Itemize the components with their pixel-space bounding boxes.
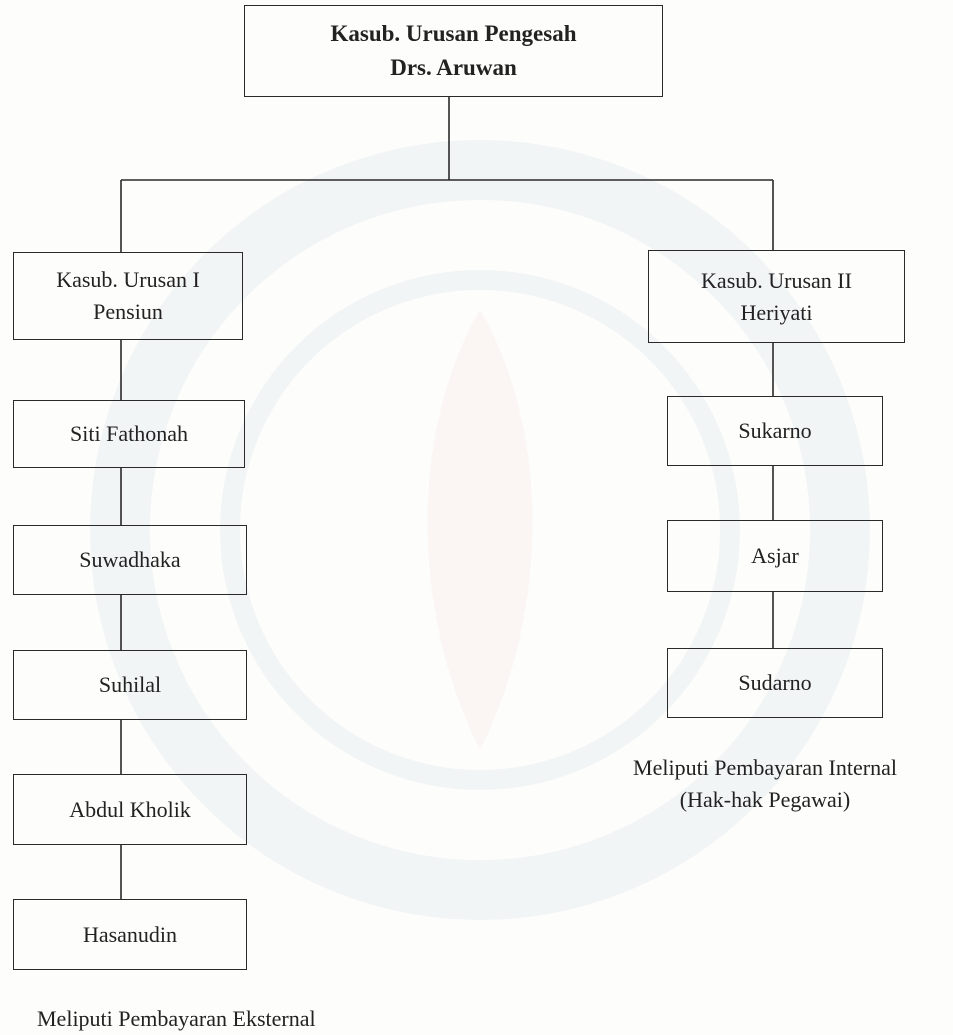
right-head-title: Kasub. Urusan II [701, 267, 852, 293]
top-title: Kasub. Urusan Pengesah [330, 20, 577, 46]
right-caption: Meliputi Pembayaran Internal (Hak-hak Pe… [580, 752, 950, 816]
right-head-name: Heriyati [740, 299, 813, 325]
right-staff-box: Asjar [667, 520, 883, 592]
left-caption-line1: Meliputi Pembayaran Eksternal [37, 1006, 316, 1031]
left-staff-name: Hasanudin [82, 921, 178, 947]
left-head-box: Kasub. Urusan I Pensiun [13, 252, 243, 340]
left-staff-box: Siti Fathonah [13, 400, 245, 468]
left-staff-name: Abdul Kholik [69, 796, 191, 822]
right-caption-line2: (Hak-hak Pegawai) [679, 786, 851, 812]
left-staff-box: Abdul Kholik [13, 774, 247, 845]
top-name: Drs. Aruwan [390, 55, 517, 80]
left-staff-box: Hasanudin [13, 899, 247, 970]
left-head-name: Pensiun [93, 299, 163, 324]
left-staff-name: Suwadhaka [79, 547, 181, 573]
left-staff-name: Siti Fathonah [70, 421, 188, 447]
right-staff-name: Asjar [751, 543, 799, 569]
right-staff-name: Sudarno [738, 670, 812, 696]
left-staff-box: Suhilal [13, 650, 247, 720]
left-caption: Meliputi Pembayaran Eksternal [37, 1003, 316, 1035]
right-staff-box: Sudarno [667, 648, 883, 718]
left-head-title: Kasub. Urusan I [56, 267, 200, 293]
right-caption-line1: Meliputi Pembayaran Internal [633, 755, 897, 780]
right-head-box: Kasub. Urusan II Heriyati [648, 250, 905, 343]
left-staff-box: Suwadhaka [13, 525, 247, 595]
right-staff-name: Sukarno [738, 418, 812, 444]
left-staff-name: Suhilal [98, 672, 162, 698]
right-staff-box: Sukarno [667, 396, 883, 466]
top-box: Kasub. Urusan Pengesah Drs. Aruwan [244, 5, 663, 97]
